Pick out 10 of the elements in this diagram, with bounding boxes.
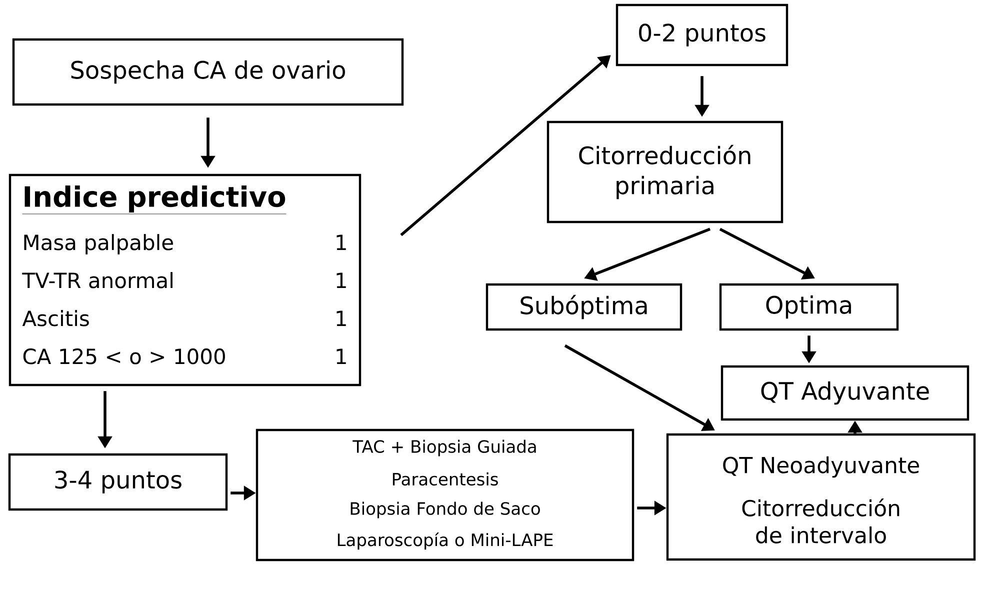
process-box: QT Neoadyuvante Citorreducción de intervalo xyxy=(666,433,976,561)
process-box: Subóptima xyxy=(486,283,682,331)
process-box: 0-2 puntos xyxy=(616,4,788,66)
process-box: Citorreducción primaria xyxy=(546,120,784,224)
process-box: QT Adyuvante xyxy=(720,365,970,421)
process-box: 3-4 puntos xyxy=(8,453,228,511)
process-box: Sospecha CA de ovario xyxy=(12,38,404,106)
process-box: TAC + Biopsia Guiada Paracentesis Biopsia Fondo de Saco Laparoscopía o Mini-LAPE xyxy=(256,428,634,562)
process-box: Indice predictivo Masa palpable 1 TV-TR anormal 1 Ascitis 1 CA 125 < o > 1000 1 xyxy=(8,174,362,386)
process-box: Optima xyxy=(719,283,899,331)
